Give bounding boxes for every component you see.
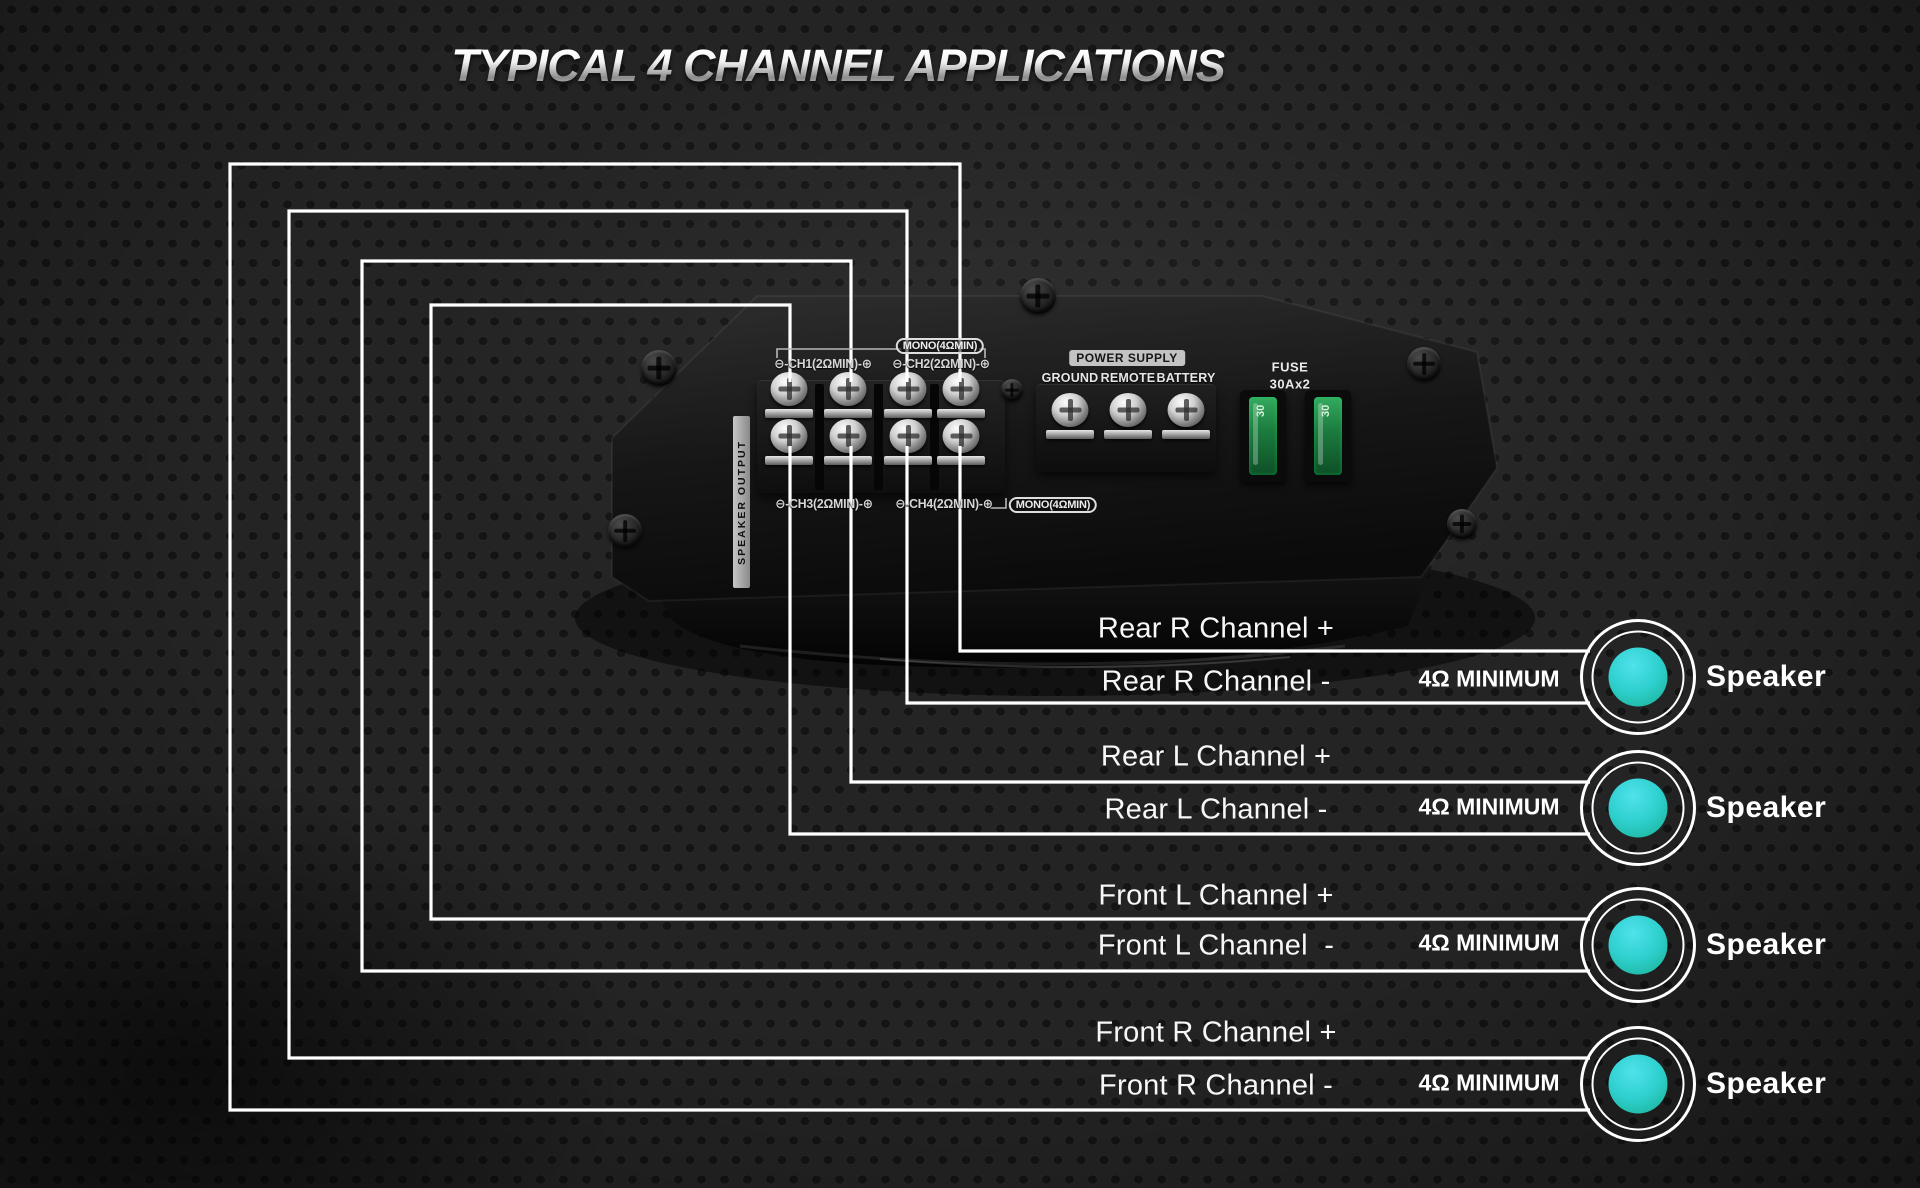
rear-l-speaker-icon bbox=[1580, 750, 1696, 866]
front-l-speaker-icon bbox=[1580, 887, 1696, 1003]
front-l-minus-label: Front L Channel - bbox=[1097, 929, 1335, 962]
rear-r-minus-label: Rear R Channel - bbox=[1101, 665, 1331, 698]
front-r-minus-label: Front R Channel - bbox=[1099, 1069, 1333, 1102]
rear-r-impedance-label: 4Ω MINIMUM bbox=[1418, 665, 1560, 692]
rear-l-impedance-label: 4Ω MINIMUM bbox=[1418, 793, 1560, 820]
front-r-speaker-label: Speaker bbox=[1706, 1067, 1827, 1100]
page-title: TYPICAL 4 CHANNEL APPLICATIONS bbox=[451, 40, 1225, 91]
rear-r-speaker-label: Speaker bbox=[1706, 660, 1827, 693]
rear-l-minus-label: Rear L Channel - bbox=[1104, 793, 1328, 826]
front-l-impedance-label: 4Ω MINIMUM bbox=[1418, 929, 1560, 956]
front-l-speaker-label: Speaker bbox=[1706, 928, 1827, 961]
front-r-impedance-label: 4Ω MINIMUM bbox=[1418, 1069, 1560, 1096]
front-r-plus-label: Front R Channel + bbox=[1095, 1016, 1337, 1049]
front-l-plus-label: Front L Channel + bbox=[1098, 879, 1334, 912]
front-r-speaker-icon bbox=[1580, 1026, 1696, 1142]
rear-l-plus-label: Rear L Channel + bbox=[1100, 740, 1332, 773]
rear-l-speaker-label: Speaker bbox=[1706, 791, 1827, 824]
rear-r-plus-label: Rear R Channel + bbox=[1097, 612, 1335, 645]
rear-r-speaker-icon bbox=[1580, 619, 1696, 735]
